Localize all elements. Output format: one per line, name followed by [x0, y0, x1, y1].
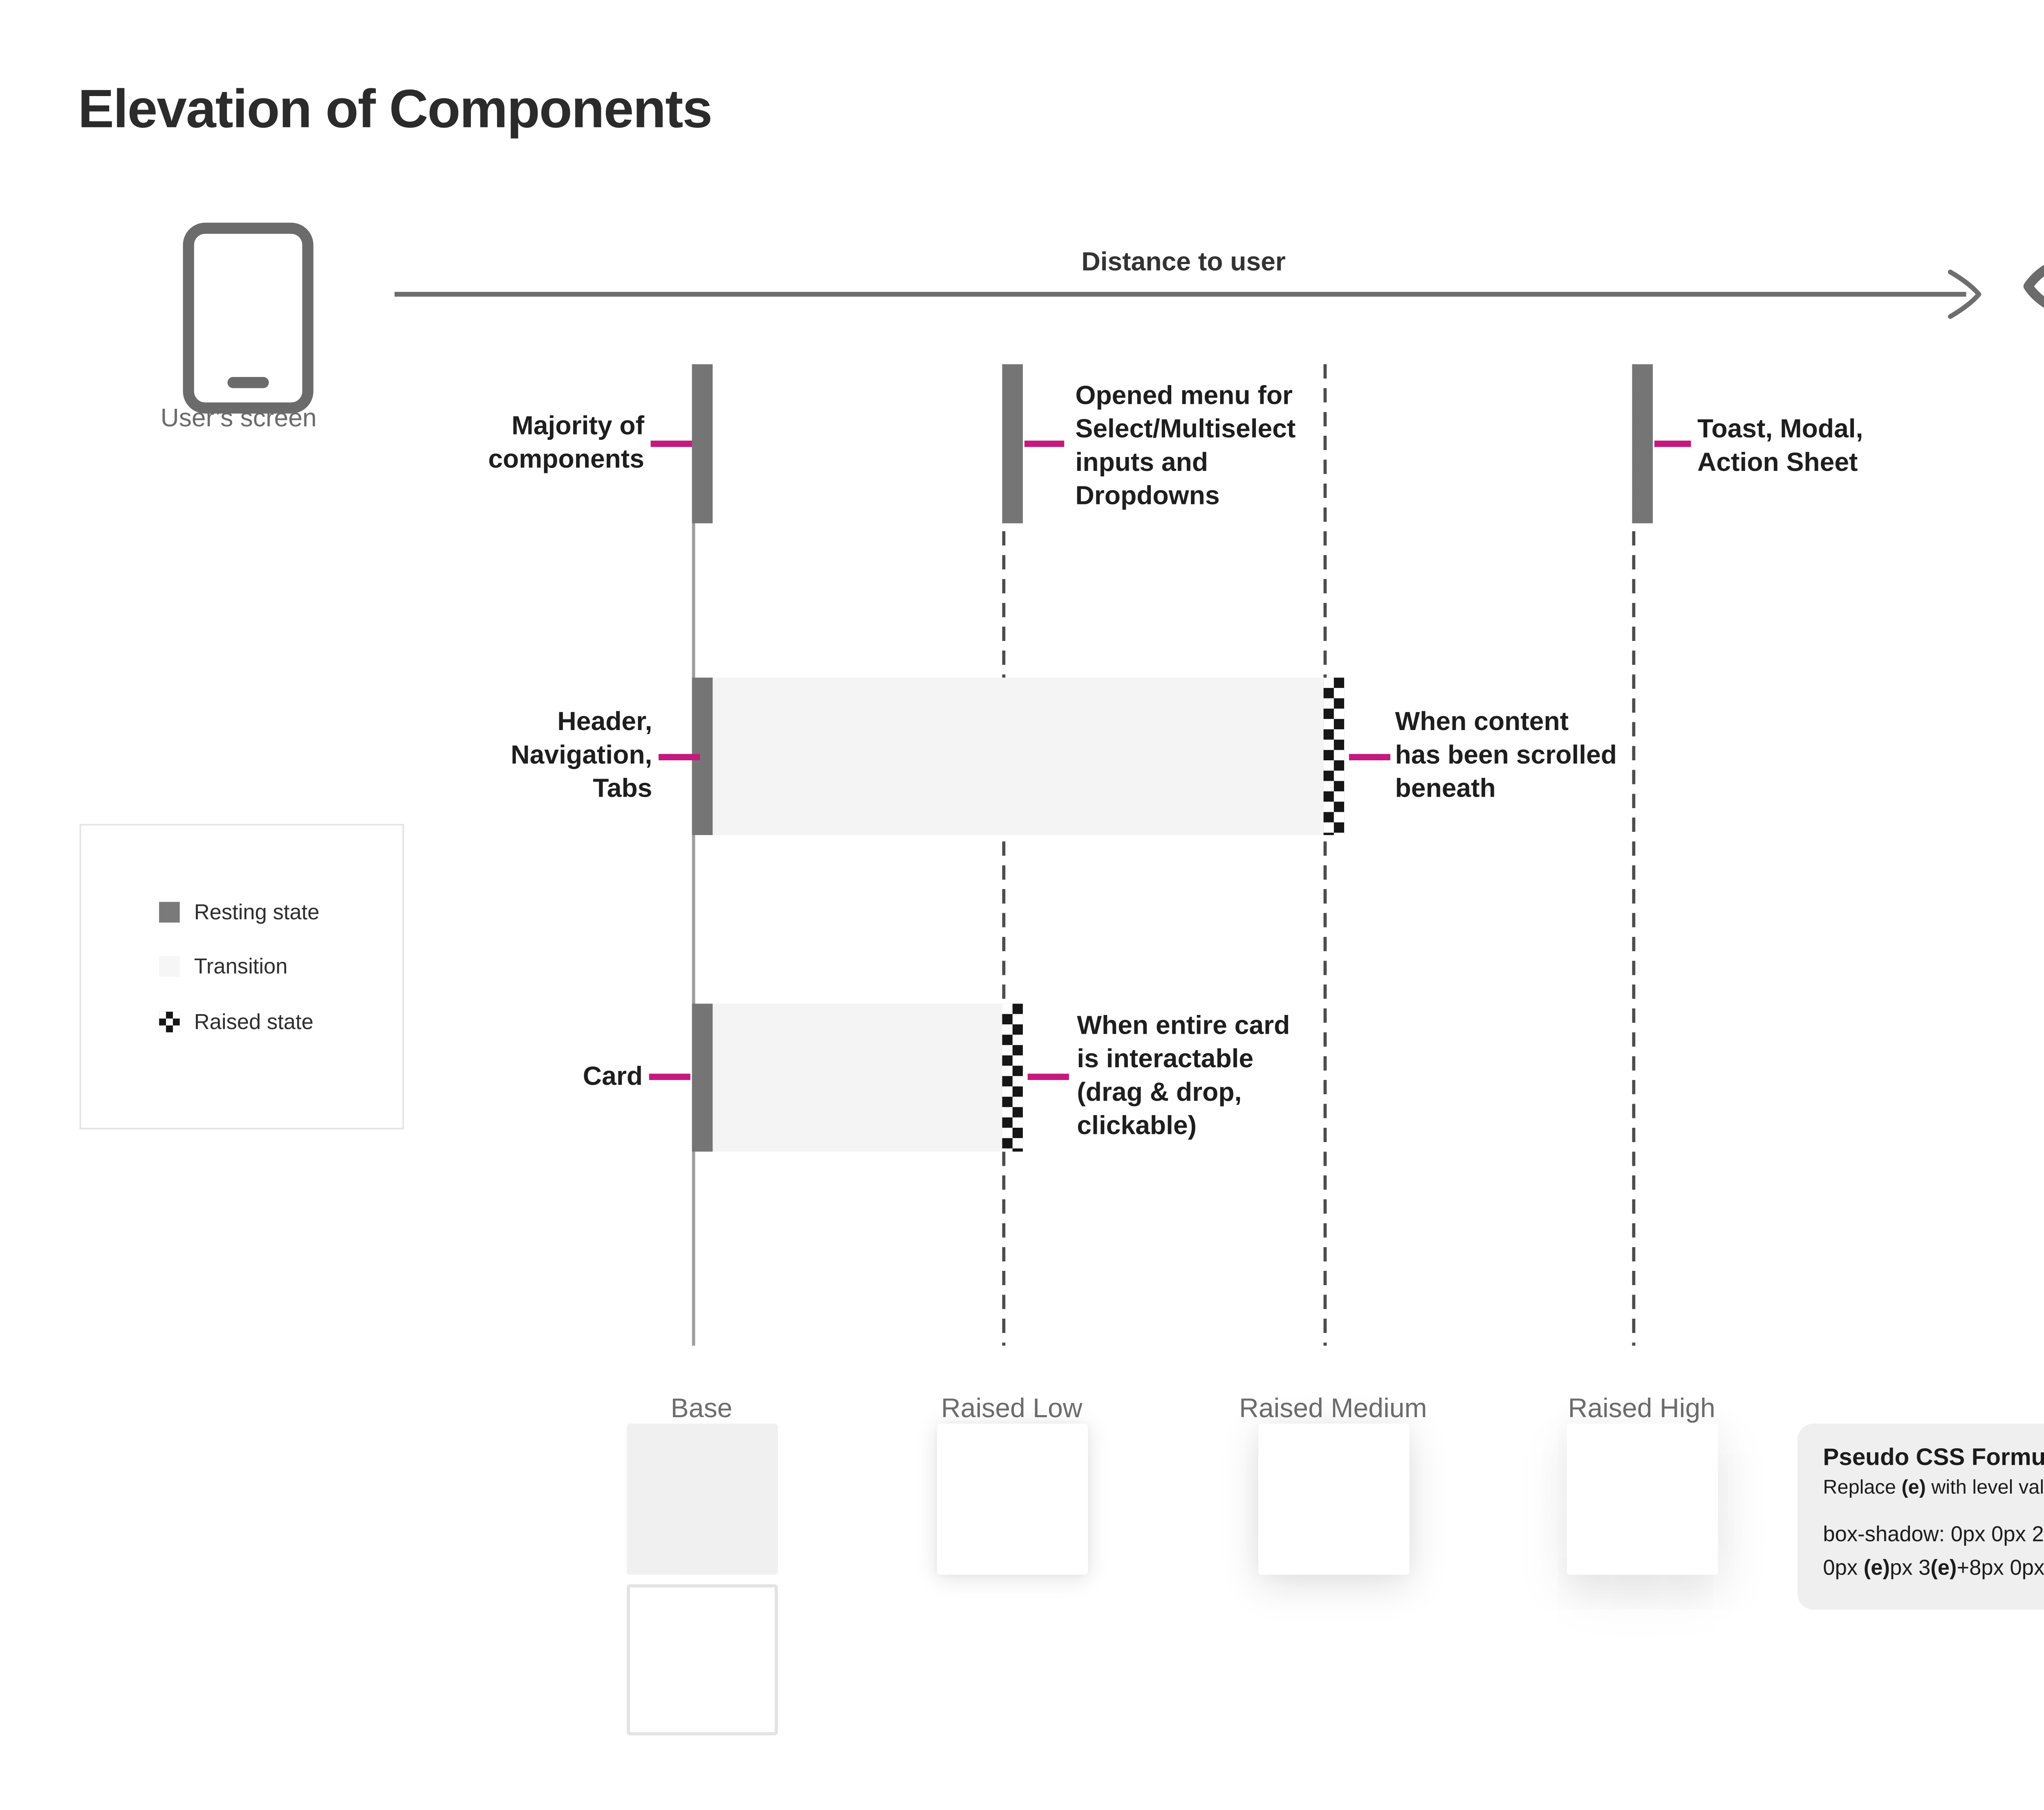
- annotation-opened-menu: Opened menu for Select/Multiselect input…: [1075, 381, 1296, 511]
- base-axis-line: [692, 364, 695, 1346]
- annotation-interactable: When entire card is interactable (drag &…: [1077, 1011, 1290, 1141]
- formula-replace-note: Replace (e) with level value: [1823, 1476, 2044, 1499]
- phone-icon: [183, 222, 314, 414]
- raised-state-swatch-icon: [159, 1011, 180, 1033]
- sample-card-base: [627, 1423, 778, 1575]
- connector-scrolled: [1349, 754, 1390, 761]
- sample-card-raised-low: [937, 1423, 1088, 1575]
- legend-label: Raised state: [194, 1010, 314, 1034]
- legend-item-raised: Raised state: [159, 1010, 314, 1034]
- distance-arrow-icon: [394, 269, 1981, 319]
- formula-code-line-1: box-shadow: 0px 0px 2(e)px 0px rgba(0, 0…: [1823, 1522, 2044, 1546]
- opened-menu-resting-bar: [1002, 364, 1023, 524]
- transition-swatch-icon: [159, 956, 180, 977]
- annotation-header-nav: Header, Navigation, Tabs: [511, 708, 652, 804]
- legend: Resting state Transition Raised state: [79, 824, 404, 1129]
- sample-card-raised-medium: [1258, 1423, 1410, 1575]
- majority-resting-bar: [692, 364, 713, 524]
- legend-label: Resting state: [194, 900, 320, 924]
- distance-arrow-label: Distance to user: [1081, 248, 1286, 277]
- card-raised-bar: [1002, 1004, 1023, 1152]
- annotation-card: Card: [583, 1062, 643, 1091]
- pseudo-css-formula-box: Pseudo CSS Formula Replace (e) with leve…: [1797, 1423, 2044, 1610]
- legend-item-resting: Resting state: [159, 900, 319, 924]
- raised-low-axis-line: [1002, 364, 1006, 1346]
- eye-label: User’s eye: [2008, 353, 2044, 382]
- axis-name: Raised Medium: [1239, 1393, 1427, 1424]
- card-resting-bar: [692, 1004, 713, 1152]
- connector-header-nav: [658, 754, 700, 761]
- card-transition-band: [713, 1004, 1002, 1152]
- connector-opened-menu: [1024, 440, 1065, 447]
- annotation-majority: Majority of components: [488, 412, 644, 474]
- axis-name: Base: [670, 1393, 733, 1424]
- axis-name: Raised Low: [941, 1393, 1083, 1424]
- sample-card-base-outline: [627, 1584, 778, 1736]
- connector-majority: [650, 440, 692, 447]
- screen-label: User’s screen: [160, 405, 317, 433]
- header-raised-bar: [1323, 677, 1345, 835]
- legend-item-transition: Transition: [159, 954, 287, 978]
- eye-icon: [2023, 265, 2044, 308]
- formula-code: box-shadow: 0px 0px 2(e)px 0px rgba(0, 0…: [1823, 1517, 2044, 1584]
- formula-code-line-2: 0px (e)px 3(e)+8px 0px rgba(0, 0, 0, 0.1…: [1823, 1555, 2044, 1580]
- sample-card-raised-high: [1567, 1423, 1718, 1575]
- page-title: Elevation of Components: [78, 79, 713, 140]
- connector-interactable: [1027, 1073, 1069, 1080]
- toast-resting-bar: [1632, 364, 1653, 524]
- annotation-scrolled: When content has been scrolled beneath: [1395, 708, 1617, 804]
- header-transition-band: [713, 677, 1324, 835]
- phone-home-bar-icon: [227, 377, 269, 388]
- resting-state-swatch-icon: [159, 902, 180, 923]
- legend-label: Transition: [194, 954, 288, 979]
- connector-card: [649, 1073, 690, 1080]
- raised-medium-axis-line: [1323, 364, 1327, 1346]
- annotation-toast: Toast, Modal, Action Sheet: [1697, 415, 1863, 477]
- formula-title: Pseudo CSS Formula: [1823, 1444, 2044, 1472]
- connector-toast: [1654, 440, 1691, 447]
- axis-name: Raised High: [1568, 1393, 1715, 1424]
- raised-high-axis-line: [1632, 364, 1636, 1346]
